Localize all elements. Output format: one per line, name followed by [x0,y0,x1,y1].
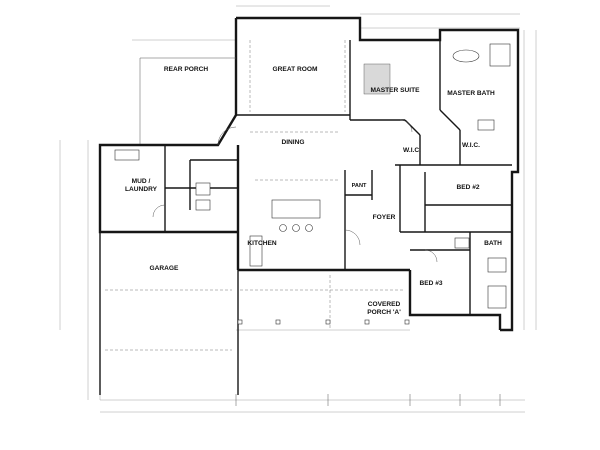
room-label-foyer: FOYER [373,214,396,221]
plumbing-fixtures [114,43,511,309]
room-label-garage: GARAGE [150,265,180,272]
room-label-bed-3: BED #3 [419,280,442,287]
porch-columns [237,319,410,325]
room-label-bed-2: BED #2 [456,184,479,191]
room-label-wic-left: W.I.C. [403,147,421,154]
room-label-mud-laundry-1: MUD / [132,178,151,185]
left-dimension-lines [59,140,101,400]
room-label-rear-porch: REAR PORCH [164,66,209,73]
garage-detail-lines [105,289,232,351]
room-label-master-bath: MASTER BATH [447,90,495,97]
room-label-mud-laundry-2: LAUNDRY [125,186,158,193]
room-label-covered-porch-1: COVERED [368,301,401,308]
door-swings [152,119,438,263]
room-label-kitchen: KITCHEN [247,240,277,247]
room-label-covered-porch-2: PORCH 'A' [367,309,401,316]
top-dimension-lines [132,5,520,41]
room-label-pant: PANT [352,183,367,189]
right-dimension-lines [523,30,537,330]
room-label-dining: DINING [281,139,304,146]
interior-walls [164,40,512,315]
room-label-great-room: GREAT ROOM [273,66,318,73]
exterior-walls [98,16,520,395]
room-label-bath: BATH [484,240,502,247]
room-label-master-suite: MASTER SUITE [370,87,420,94]
room-label-wic-right: W.I.C. [462,142,480,149]
bottom-dimension-lines [100,329,525,413]
